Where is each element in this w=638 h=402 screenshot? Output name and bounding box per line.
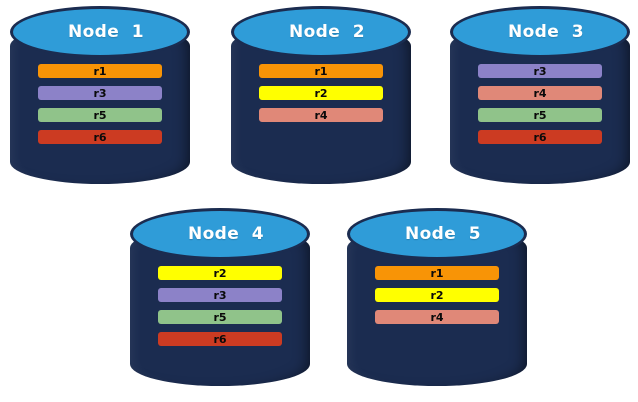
node-5[interactable]: Node 5 r1 r2 r4 [347, 208, 527, 396]
node-5-replica-list: r1 r2 r4 [375, 266, 499, 324]
replica-bar[interactable]: r3 [478, 64, 602, 78]
node-4-replica-list: r2 r3 r5 r6 [158, 266, 282, 346]
node-1[interactable]: Node 1 r1 r3 r5 r6 [10, 6, 190, 194]
replica-bar[interactable]: r2 [259, 86, 383, 100]
node-2-cylinder-top: Node 2 [231, 6, 411, 58]
node-5-label: Node 5 [404, 224, 482, 244]
replica-bar[interactable]: r1 [38, 64, 162, 78]
node-1-replica-list: r1 r3 r5 r6 [38, 64, 162, 144]
replica-bar[interactable]: r5 [158, 310, 282, 324]
replica-bar[interactable]: r5 [38, 108, 162, 122]
replica-bar[interactable]: r6 [158, 332, 282, 346]
node-1-cylinder-top: Node 1 [10, 6, 190, 58]
node-2-label: Node 2 [288, 22, 366, 42]
replica-bar[interactable]: r1 [375, 266, 499, 280]
replica-bar[interactable]: r6 [478, 130, 602, 144]
replica-bar[interactable]: r2 [158, 266, 282, 280]
replica-bar[interactable]: r3 [38, 86, 162, 100]
node-1-label: Node 1 [67, 22, 145, 42]
node-4-label: Node 4 [187, 224, 265, 244]
replica-bar[interactable]: r2 [375, 288, 499, 302]
node-4-cylinder-top: Node 4 [130, 208, 310, 260]
node-2[interactable]: Node 2 r1 r2 r4 [231, 6, 411, 194]
node-3[interactable]: Node 3 r3 r4 r5 r6 [450, 6, 630, 194]
replica-bar[interactable]: r4 [259, 108, 383, 122]
replica-bar[interactable]: r4 [478, 86, 602, 100]
node-2-replica-list: r1 r2 r4 [259, 64, 383, 122]
replica-bar[interactable]: r1 [259, 64, 383, 78]
replica-bar[interactable]: r4 [375, 310, 499, 324]
node-4[interactable]: Node 4 r2 r3 r5 r6 [130, 208, 310, 396]
replica-bar[interactable]: r6 [38, 130, 162, 144]
node-3-replica-list: r3 r4 r5 r6 [478, 64, 602, 144]
replica-bar[interactable]: r5 [478, 108, 602, 122]
node-5-cylinder-top: Node 5 [347, 208, 527, 260]
node-3-cylinder-top: Node 3 [450, 6, 630, 58]
node-3-label: Node 3 [507, 22, 585, 42]
replica-bar[interactable]: r3 [158, 288, 282, 302]
